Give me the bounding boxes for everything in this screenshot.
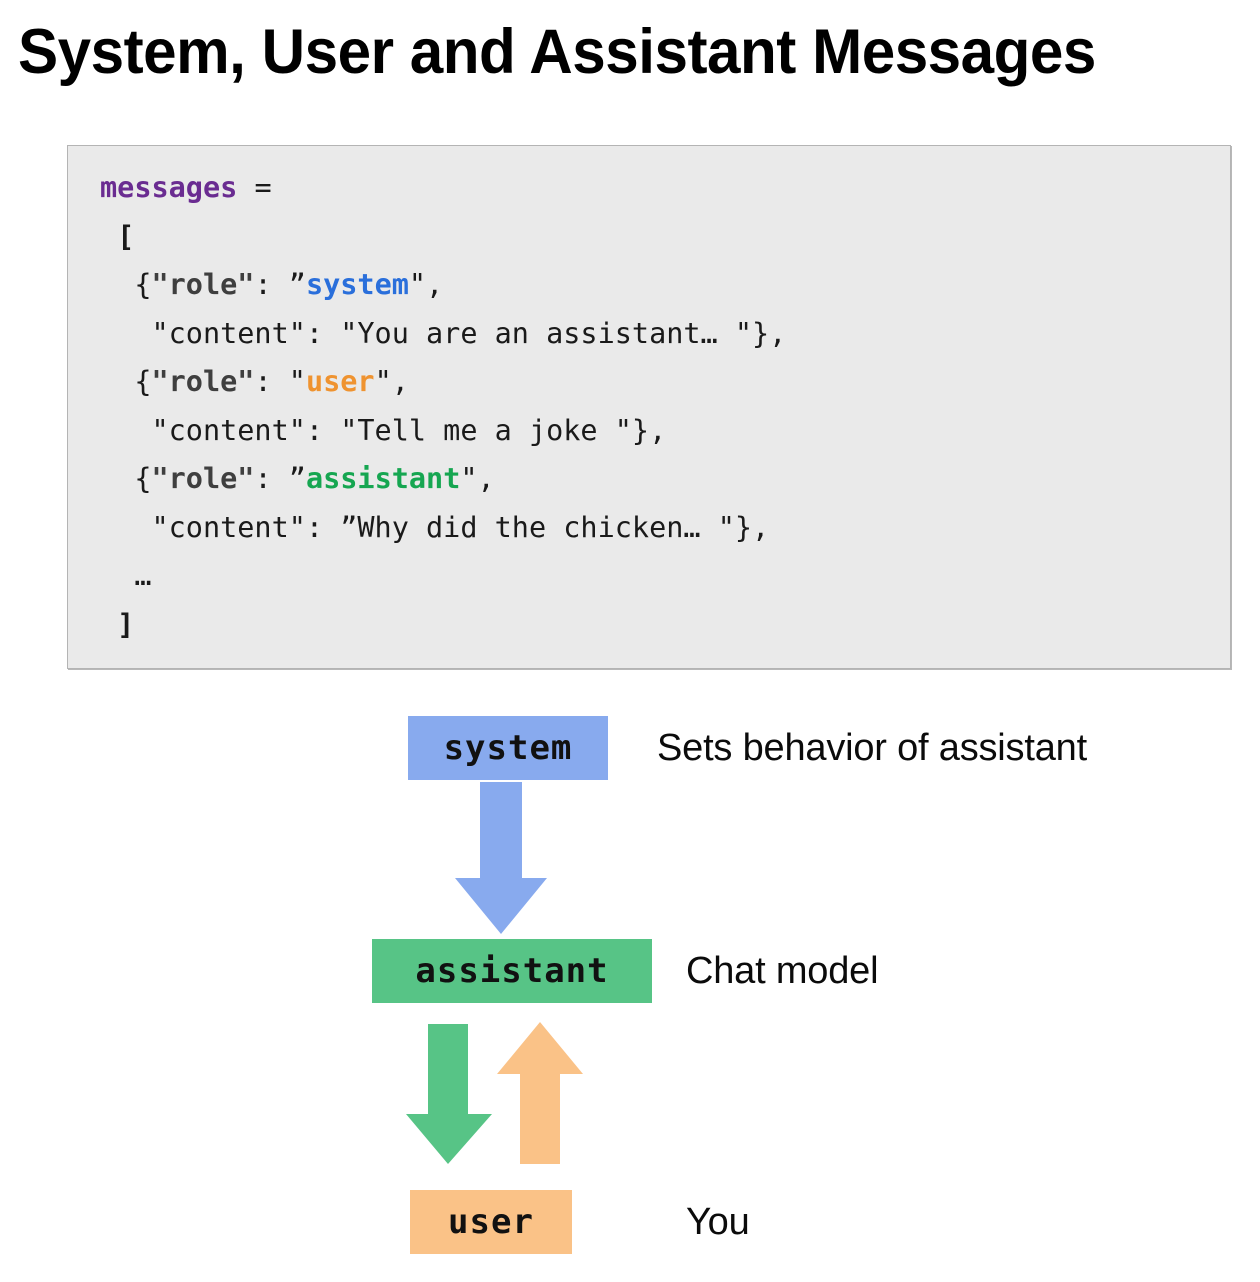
code-token-plain: "content": "Tell me a joke "}, bbox=[100, 413, 667, 447]
caption-user: You bbox=[686, 1201, 750, 1243]
page-title: System, User and Assistant Messages bbox=[18, 17, 1096, 87]
code-line: "content": "You are an assistant… "}, bbox=[100, 310, 1230, 359]
code-token-plain: … bbox=[100, 559, 152, 592]
caption-system: Sets behavior of assistant bbox=[657, 727, 1087, 769]
code-line: {"role": ”system", bbox=[100, 261, 1230, 310]
code-line: [ bbox=[100, 213, 1230, 262]
code-token-plain: : bbox=[254, 268, 289, 301]
caption-assistant: Chat model bbox=[686, 950, 879, 992]
code-token-key: "role" bbox=[151, 365, 255, 398]
code-token-plain: { bbox=[100, 462, 152, 495]
code-token-key: "role" bbox=[151, 268, 255, 301]
code-token-plain: : bbox=[254, 365, 289, 398]
code-token-key: "role" bbox=[151, 462, 255, 495]
role-box-assistant[interactable]: assistant bbox=[372, 939, 652, 1003]
code-token-punct: [ bbox=[100, 219, 135, 253]
code-line: … bbox=[100, 552, 1230, 601]
code-lines: messages = [ {"role": ”system", "content… bbox=[100, 164, 1230, 649]
code-token-plain: "content": ”Why did the chicken… "}, bbox=[100, 510, 770, 544]
arrow-system-to-assistant-icon bbox=[455, 782, 547, 934]
arrow-assistant-to-user-icon bbox=[406, 1024, 492, 1164]
code-token-plain: ” bbox=[288, 462, 306, 495]
code-token-plain: " bbox=[288, 365, 306, 398]
code-token-plain: ", bbox=[374, 365, 409, 398]
code-token-plain: = bbox=[237, 171, 272, 204]
code-token-plain: : bbox=[254, 462, 289, 495]
code-token-punct: ] bbox=[100, 607, 135, 641]
code-token-system: system bbox=[305, 268, 409, 301]
code-line: messages = bbox=[100, 164, 1230, 213]
code-line: ] bbox=[100, 601, 1230, 650]
code-line: {"role": "user", bbox=[100, 358, 1230, 407]
code-token-plain: { bbox=[100, 268, 152, 301]
code-line: "content": ”Why did the chicken… "}, bbox=[100, 504, 1230, 553]
arrow-user-to-assistant-icon bbox=[497, 1022, 583, 1164]
code-token-plain: ", bbox=[460, 462, 495, 495]
role-box-system[interactable]: system bbox=[408, 716, 608, 780]
code-token-plain: ", bbox=[408, 268, 444, 301]
code-token-assistant: assistant bbox=[305, 462, 461, 495]
code-token-plain: "content": "You are an assistant… "}, bbox=[100, 316, 787, 350]
code-line: {"role": ”assistant", bbox=[100, 455, 1230, 504]
code-line: "content": "Tell me a joke "}, bbox=[100, 407, 1230, 456]
code-block: messages = [ {"role": ”system", "content… bbox=[67, 145, 1231, 669]
code-token-var: messages bbox=[100, 171, 238, 204]
code-token-user: user bbox=[305, 365, 375, 398]
code-token-plain: ” bbox=[288, 268, 306, 301]
role-box-user[interactable]: user bbox=[410, 1190, 572, 1254]
code-token-plain: { bbox=[100, 365, 152, 398]
